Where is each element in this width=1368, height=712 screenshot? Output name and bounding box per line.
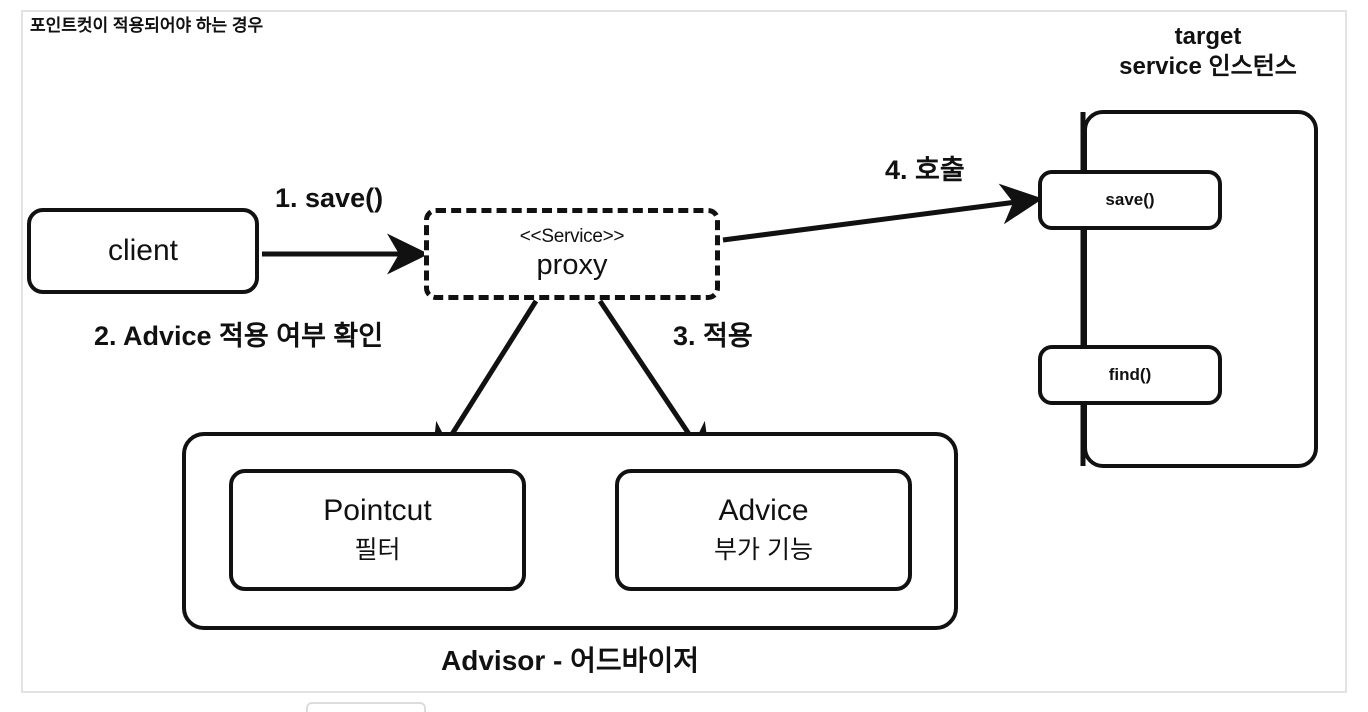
target-caption-line-1: target <box>1174 23 1242 50</box>
node-pointcut-subtitle: 필터 <box>354 536 401 564</box>
bottom-placeholder-chip[interactable] <box>306 702 426 712</box>
node-proxy-stereotype: <<Service>> <box>519 226 625 247</box>
advisor-caption: Advisor - 어드바이저 <box>441 645 699 676</box>
target-caption-line-2: service 인스턴스 <box>1119 53 1297 80</box>
page-title: 포인트컷이 적용되어야 하는 경우 <box>30 16 264 35</box>
node-pointcut-title: Pointcut <box>323 494 432 527</box>
target-service-caption: target service 인스턴스 <box>1088 22 1328 82</box>
node-pointcut[interactable]: Pointcut 필터 <box>229 469 526 591</box>
node-advice-title: Advice <box>718 494 809 527</box>
node-proxy[interactable]: <<Service>> proxy <box>424 208 720 300</box>
node-advice[interactable]: Advice 부가 기능 <box>615 469 912 591</box>
step-label-3: 3. 적용 <box>673 321 753 351</box>
node-target-method-save-label: save() <box>1105 190 1155 209</box>
node-target-method-find-label: find() <box>1108 365 1152 384</box>
step-label-1: 1. save() <box>275 183 384 213</box>
node-client-label: client <box>107 234 179 267</box>
node-client[interactable]: client <box>27 208 259 294</box>
node-advice-subtitle: 부가 기능 <box>714 536 813 564</box>
node-target-method-save[interactable]: save() <box>1038 170 1222 230</box>
node-target-method-find[interactable]: find() <box>1038 345 1222 405</box>
node-proxy-label: proxy <box>536 249 608 281</box>
node-target-service-container[interactable] <box>1083 110 1318 468</box>
step-label-4: 4. 호출 <box>885 155 965 185</box>
step-label-2: 2. Advice 적용 여부 확인 <box>94 321 384 351</box>
